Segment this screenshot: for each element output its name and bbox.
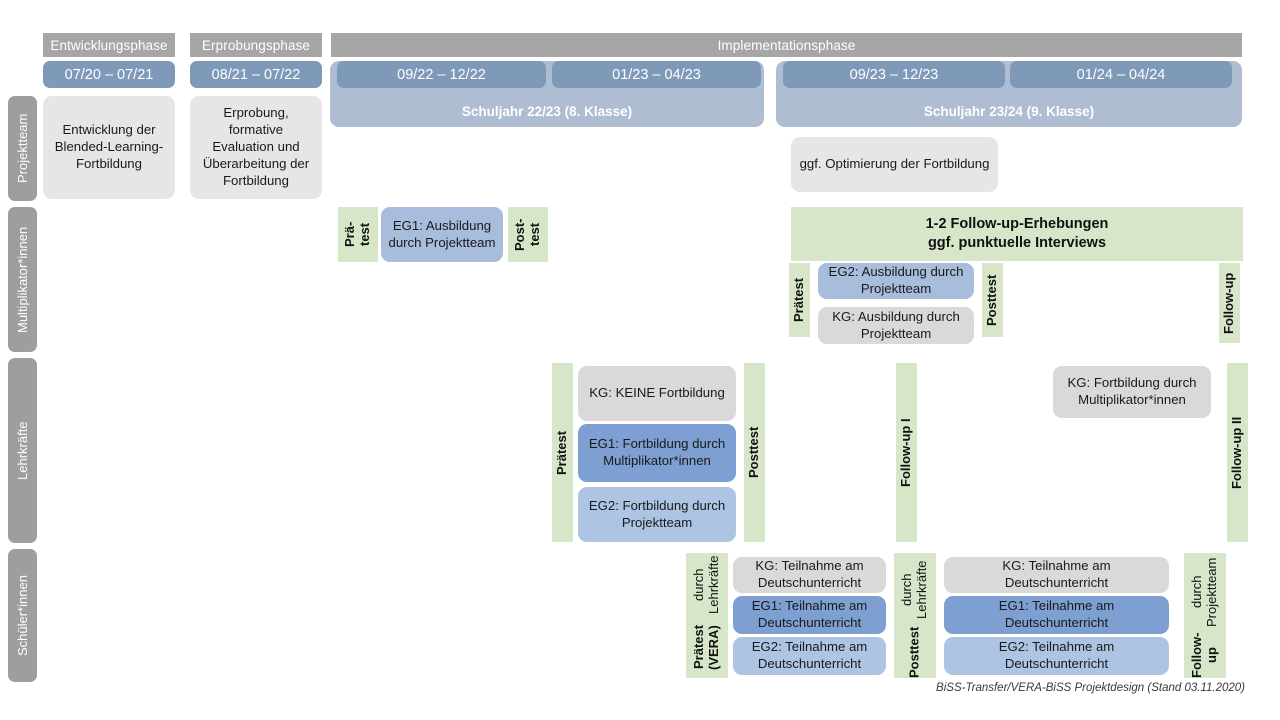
strip-followup-multiplikatoren: Follow-up <box>1219 263 1240 343</box>
phase-header-erprobung: Erprobungsphase <box>190 33 322 57</box>
strip-praetest-lehrkraefte: Prätest <box>552 363 573 542</box>
strip-followup-2-lehrkraefte: Follow-up II <box>1227 363 1248 542</box>
card-eg2-fortbildung-projektteam: EG2: Fortbildung durch Projektteam <box>578 487 736 542</box>
strip-praetest-vera-schueler: Prätest (VERA) durch Lehrkräfte <box>686 553 728 678</box>
card-schueler-eg1-block1: EG1: Teilnahme am Deutschunterricht <box>733 596 886 634</box>
strip-posttest-schueler-main: Posttest <box>906 626 922 678</box>
strip-praetest-vera-main: Prätest (VERA) <box>691 624 721 670</box>
strip-praetest-multiplikatoren-2: Prätest <box>789 263 810 337</box>
row-label-schueler: Schüler*innen <box>8 549 37 682</box>
strip-posttest-multiplikatoren-2: Posttest <box>982 263 1003 337</box>
strip-followup-schueler-main: Follow-up <box>1189 632 1219 678</box>
card-entwicklung-fortbildung: Entwicklung der Blended-Learning-Fortbil… <box>43 96 175 199</box>
card-eg2-ausbildung-projektteam: EG2: Ausbildung durch Projektteam <box>818 263 974 299</box>
strip-followup-1-lehrkraefte: Follow-up I <box>896 363 917 542</box>
date-box-0124-0424: 01/24 – 04/24 <box>1010 61 1232 88</box>
date-box-0821-0722: 08/21 – 07/22 <box>190 61 322 88</box>
date-box-0123-0423: 01/23 – 04/23 <box>552 61 761 88</box>
strip-followup-schueler-sub: durch Projektteam <box>1189 557 1219 627</box>
strip-posttest-multiplikatoren-1: Post- test <box>508 207 548 262</box>
card-kg-keine-fortbildung: KG: KEINE Fortbildung <box>578 366 736 421</box>
row-label-lehrkraefte: Lehrkräfte <box>8 358 37 543</box>
card-schueler-eg2-block2: EG2: Teilnahme am Deutschunterricht <box>944 637 1169 675</box>
card-optimierung-fortbildung: ggf. Optimierung der Fortbildung <box>791 137 998 192</box>
card-eg1-ausbildung-projektteam: EG1: Ausbildung durch Projektteam <box>381 207 503 262</box>
card-erprobung-evaluation: Erprobung, formative Evaluation und Über… <box>190 96 322 199</box>
card-eg1-fortbildung-multiplikatoren: EG1: Fortbildung durch Multiplikator*inn… <box>578 424 736 482</box>
strip-posttest-lehrkraefte: Posttest <box>744 363 765 542</box>
strip-praetest-vera-sub: durch Lehrkräfte <box>691 555 721 614</box>
strip-followup-schueler: Follow-up durch Projektteam <box>1184 553 1226 678</box>
banner-followup-erhebungen: 1-2 Follow-up-Erhebungen ggf. punktuelle… <box>791 207 1243 261</box>
card-kg-fortbildung-multiplikatoren: KG: Fortbildung durch Multiplikator*inne… <box>1053 366 1211 418</box>
row-label-projektteam: Projektteam <box>8 96 37 201</box>
phase-header-entwicklung: Entwicklungsphase <box>43 33 175 57</box>
strip-praetest-label-1: Prä- test <box>342 221 372 248</box>
strip-posttest-schueler-sub: durch Lehrkräfte <box>899 560 929 619</box>
date-box-0720-0721: 07/20 – 07/21 <box>43 61 175 88</box>
card-kg-ausbildung-projektteam: KG: Ausbildung durch Projektteam <box>818 307 974 344</box>
date-box-0922-1222: 09/22 – 12/22 <box>337 61 546 88</box>
strip-posttest-schueler: Posttest durch Lehrkräfte <box>894 553 936 678</box>
footer-caption: BiSS-Transfer/VERA-BiSS Projektdesign (S… <box>936 682 1245 694</box>
card-schueler-kg-block1: KG: Teilnahme am Deutschunterricht <box>733 557 886 593</box>
strip-posttest-label-1: Post- test <box>512 218 542 251</box>
row-label-multiplikatoren: Multiplikator*innen <box>8 207 37 352</box>
strip-praetest-multiplikatoren-1: Prä- test <box>338 207 378 262</box>
card-schueler-eg2-block1: EG2: Teilnahme am Deutschunterricht <box>733 637 886 675</box>
card-schueler-eg1-block2: EG1: Teilnahme am Deutschunterricht <box>944 596 1169 634</box>
phase-header-implementation: Implementationsphase <box>331 33 1242 57</box>
card-schueler-kg-block2: KG: Teilnahme am Deutschunterricht <box>944 557 1169 593</box>
date-box-0923-1223: 09/23 – 12/23 <box>783 61 1005 88</box>
